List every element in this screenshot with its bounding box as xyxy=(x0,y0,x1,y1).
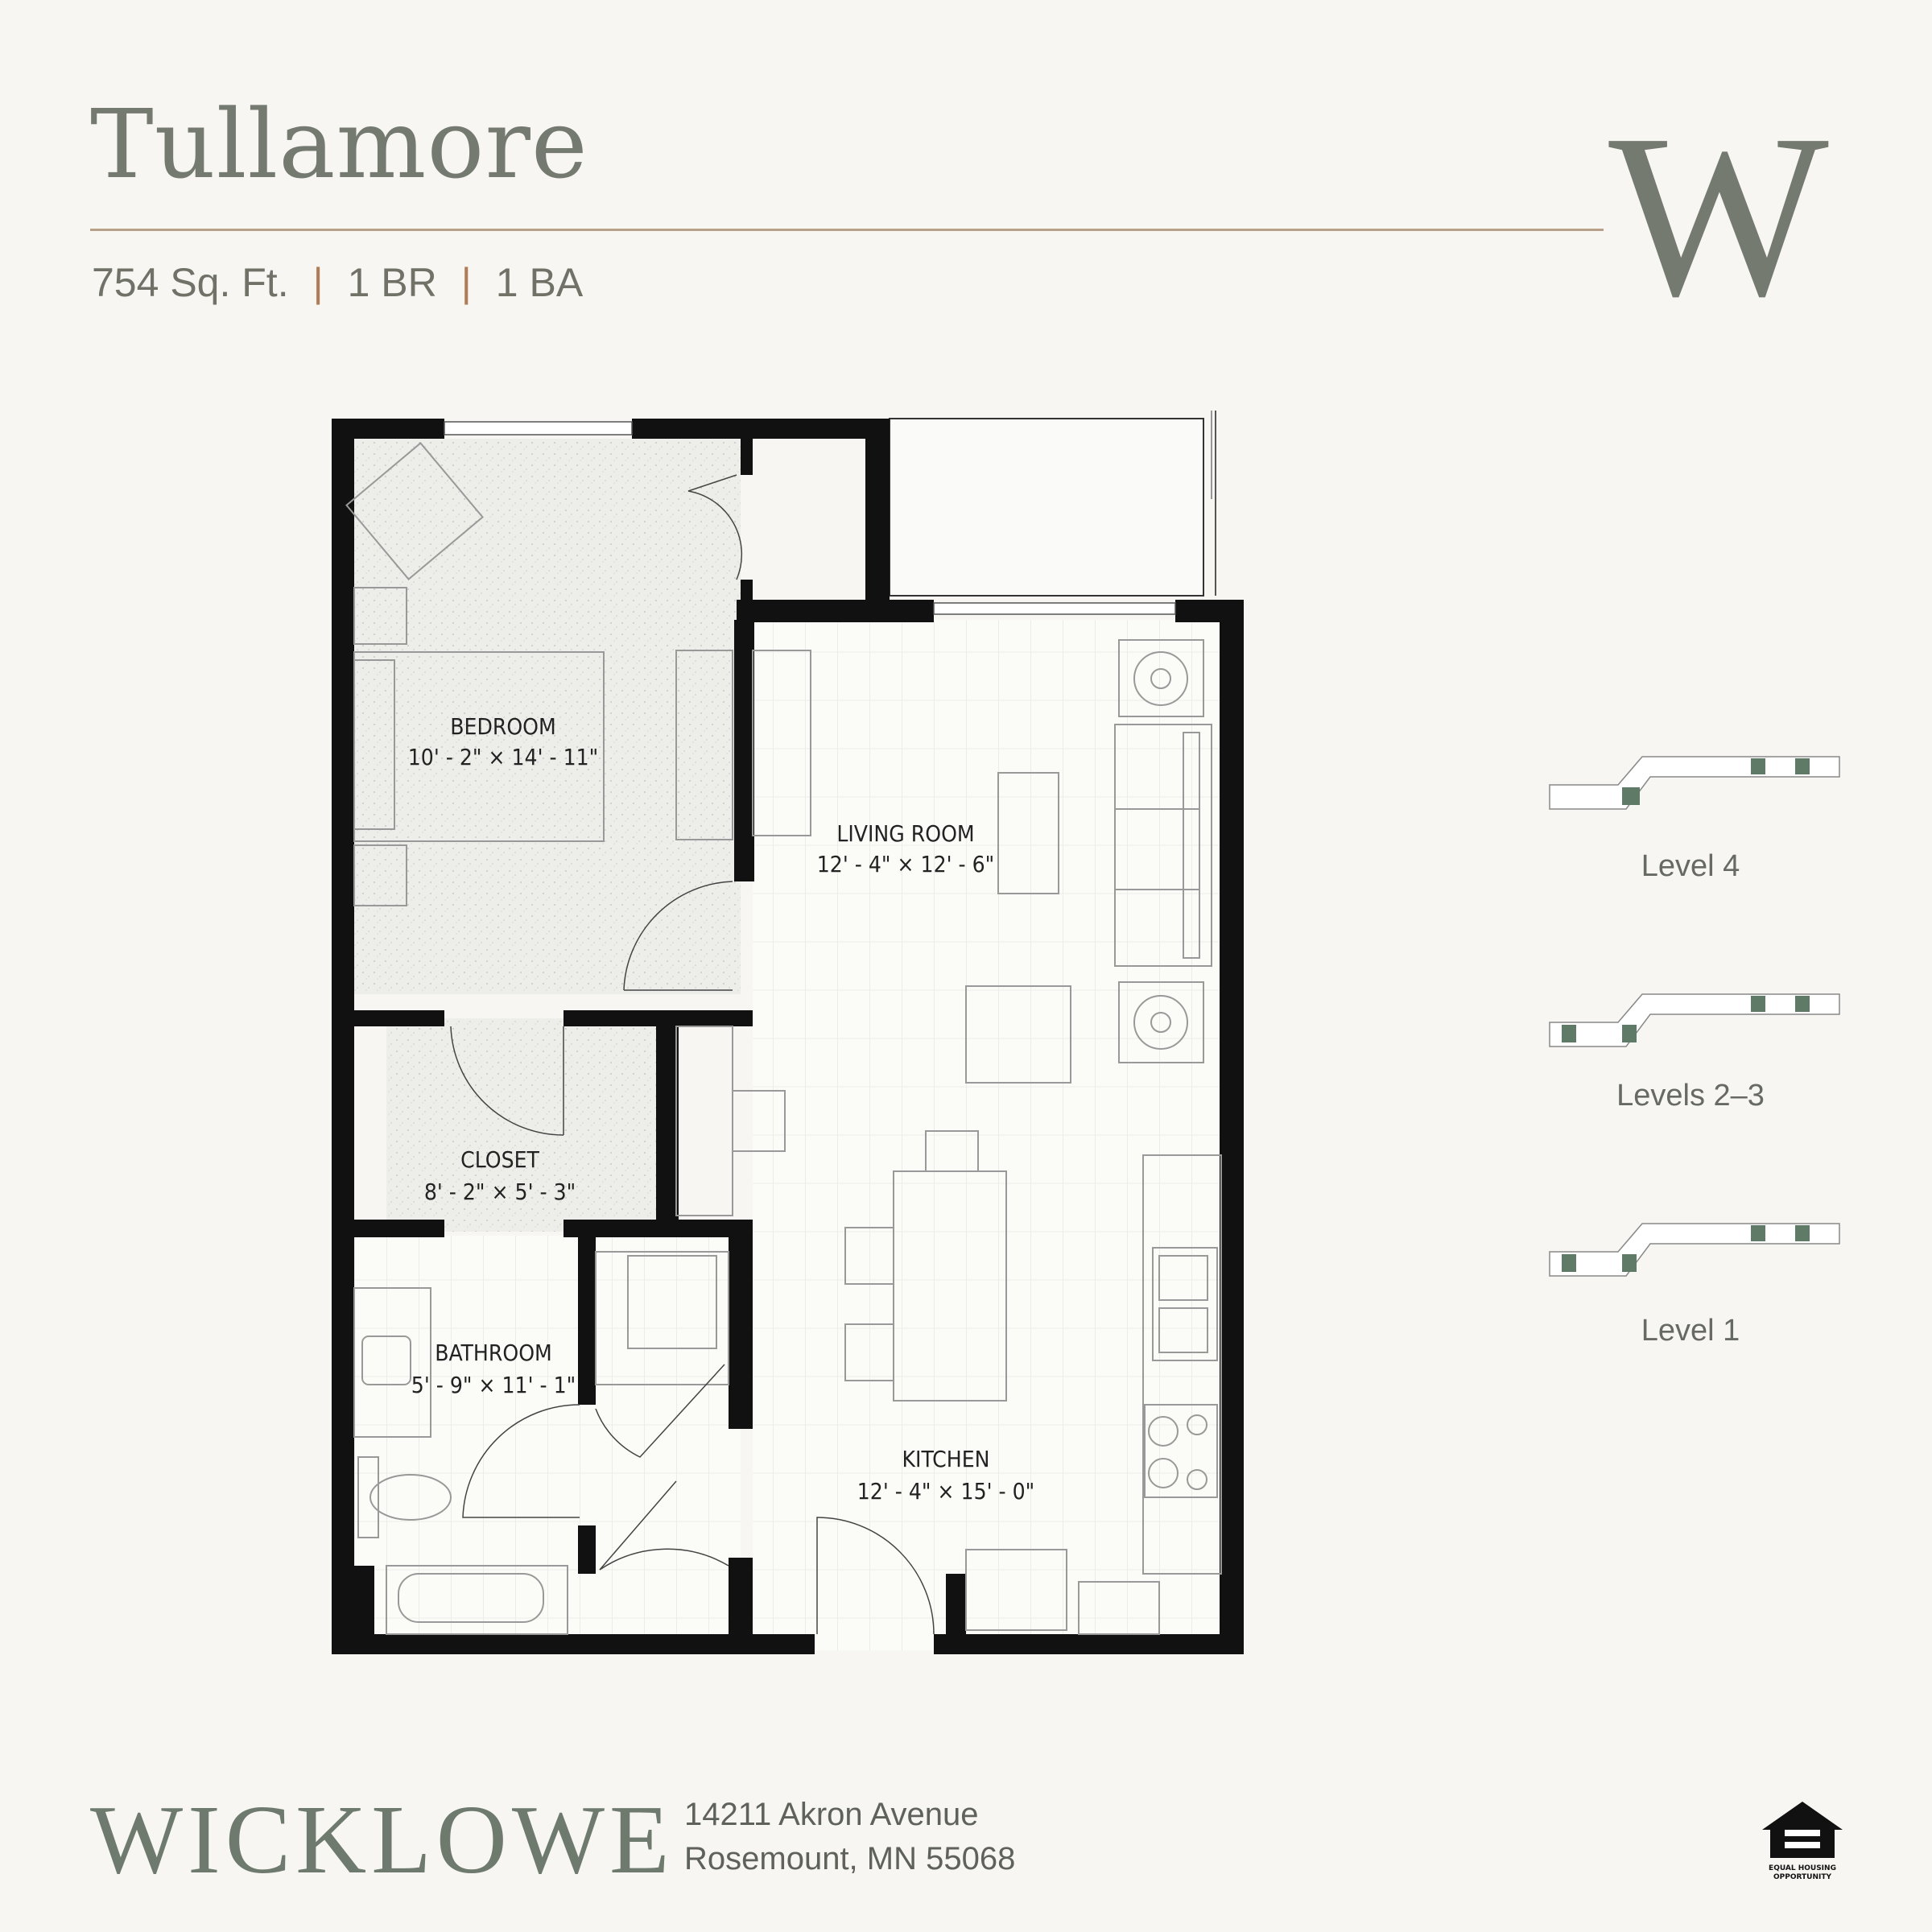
sink-icon xyxy=(1152,1247,1218,1361)
walls xyxy=(332,419,1244,1654)
closet-dims: 8' - 2" × 5' - 3" xyxy=(424,1179,576,1205)
table-icon xyxy=(997,772,1059,894)
stove-icon xyxy=(1144,1404,1218,1498)
bathroom-count: 1 BA xyxy=(495,260,584,305)
sink-icon xyxy=(361,1335,411,1385)
chair-icon xyxy=(965,985,1071,1084)
bathroom-label: BATHROOM xyxy=(435,1340,552,1366)
bedroom-furniture xyxy=(345,442,811,906)
brand-logo: WICKLOWE xyxy=(90,1785,675,1894)
spec-separator: | xyxy=(460,260,472,305)
toilet-icon xyxy=(369,1474,452,1521)
chair-icon xyxy=(345,442,484,580)
spec-separator: | xyxy=(312,260,324,305)
key-plan-levels-2-3 xyxy=(1549,993,1840,1047)
eho-line-1: EQUAL HOUSING xyxy=(1769,1864,1836,1872)
kitchen-furniture xyxy=(844,1130,1222,1635)
living-room-dims: 12' - 4" × 12' - 6" xyxy=(817,851,994,877)
unit-specs: 754 Sq. Ft. | 1 BR | 1 BA xyxy=(92,259,583,306)
bathtub-icon xyxy=(386,1565,568,1635)
eho-line-2: OPPORTUNITY xyxy=(1773,1873,1831,1881)
address-line-1: 14211 Akron Avenue xyxy=(684,1797,979,1832)
w-logo-icon: W xyxy=(1608,117,1831,310)
address-line-2: Rosemount, MN 55068 xyxy=(684,1841,1016,1876)
bath-floor xyxy=(354,1236,741,1654)
balcony xyxy=(889,418,1204,597)
living-furniture xyxy=(675,639,1212,1216)
kitchen-label: KITCHEN xyxy=(902,1446,990,1472)
key-plan-label: Levels 2–3 xyxy=(1616,1079,1765,1113)
sqft-value: 754 Sq. Ft. xyxy=(92,260,289,305)
logo-letter: W xyxy=(1608,117,1831,310)
bathroom-fixtures xyxy=(353,1251,729,1635)
sofa-icon xyxy=(1114,724,1212,967)
page-title: Tullamore xyxy=(90,89,588,200)
bathroom-dims: 5' - 9" × 11' - 1" xyxy=(411,1372,576,1398)
bedroom-dims: 10' - 2" × 14' - 11" xyxy=(408,744,598,770)
key-plan-level-1 xyxy=(1549,1223,1840,1277)
key-plan-label: Level 4 xyxy=(1641,849,1740,883)
closet-label: CLOSET xyxy=(460,1146,539,1173)
bedroom-count: 1 BR xyxy=(347,260,437,305)
equal-housing-icon: EQUAL HOUSING OPPORTUNITY xyxy=(1762,1802,1843,1881)
bedroom-label: BEDROOM xyxy=(450,713,555,740)
key-plan-level-4 xyxy=(1549,756,1840,810)
title-divider xyxy=(90,229,1604,231)
key-plan-label: Level 1 xyxy=(1641,1314,1740,1348)
living-room-label: LIVING ROOM xyxy=(836,820,974,847)
floor-plan: BEDROOM 10' - 2" × 14' - 11" LIVING ROOM… xyxy=(332,411,1244,1654)
closet-carpet xyxy=(386,1018,660,1232)
kitchen-dims: 12' - 4" × 15' - 0" xyxy=(857,1478,1034,1505)
